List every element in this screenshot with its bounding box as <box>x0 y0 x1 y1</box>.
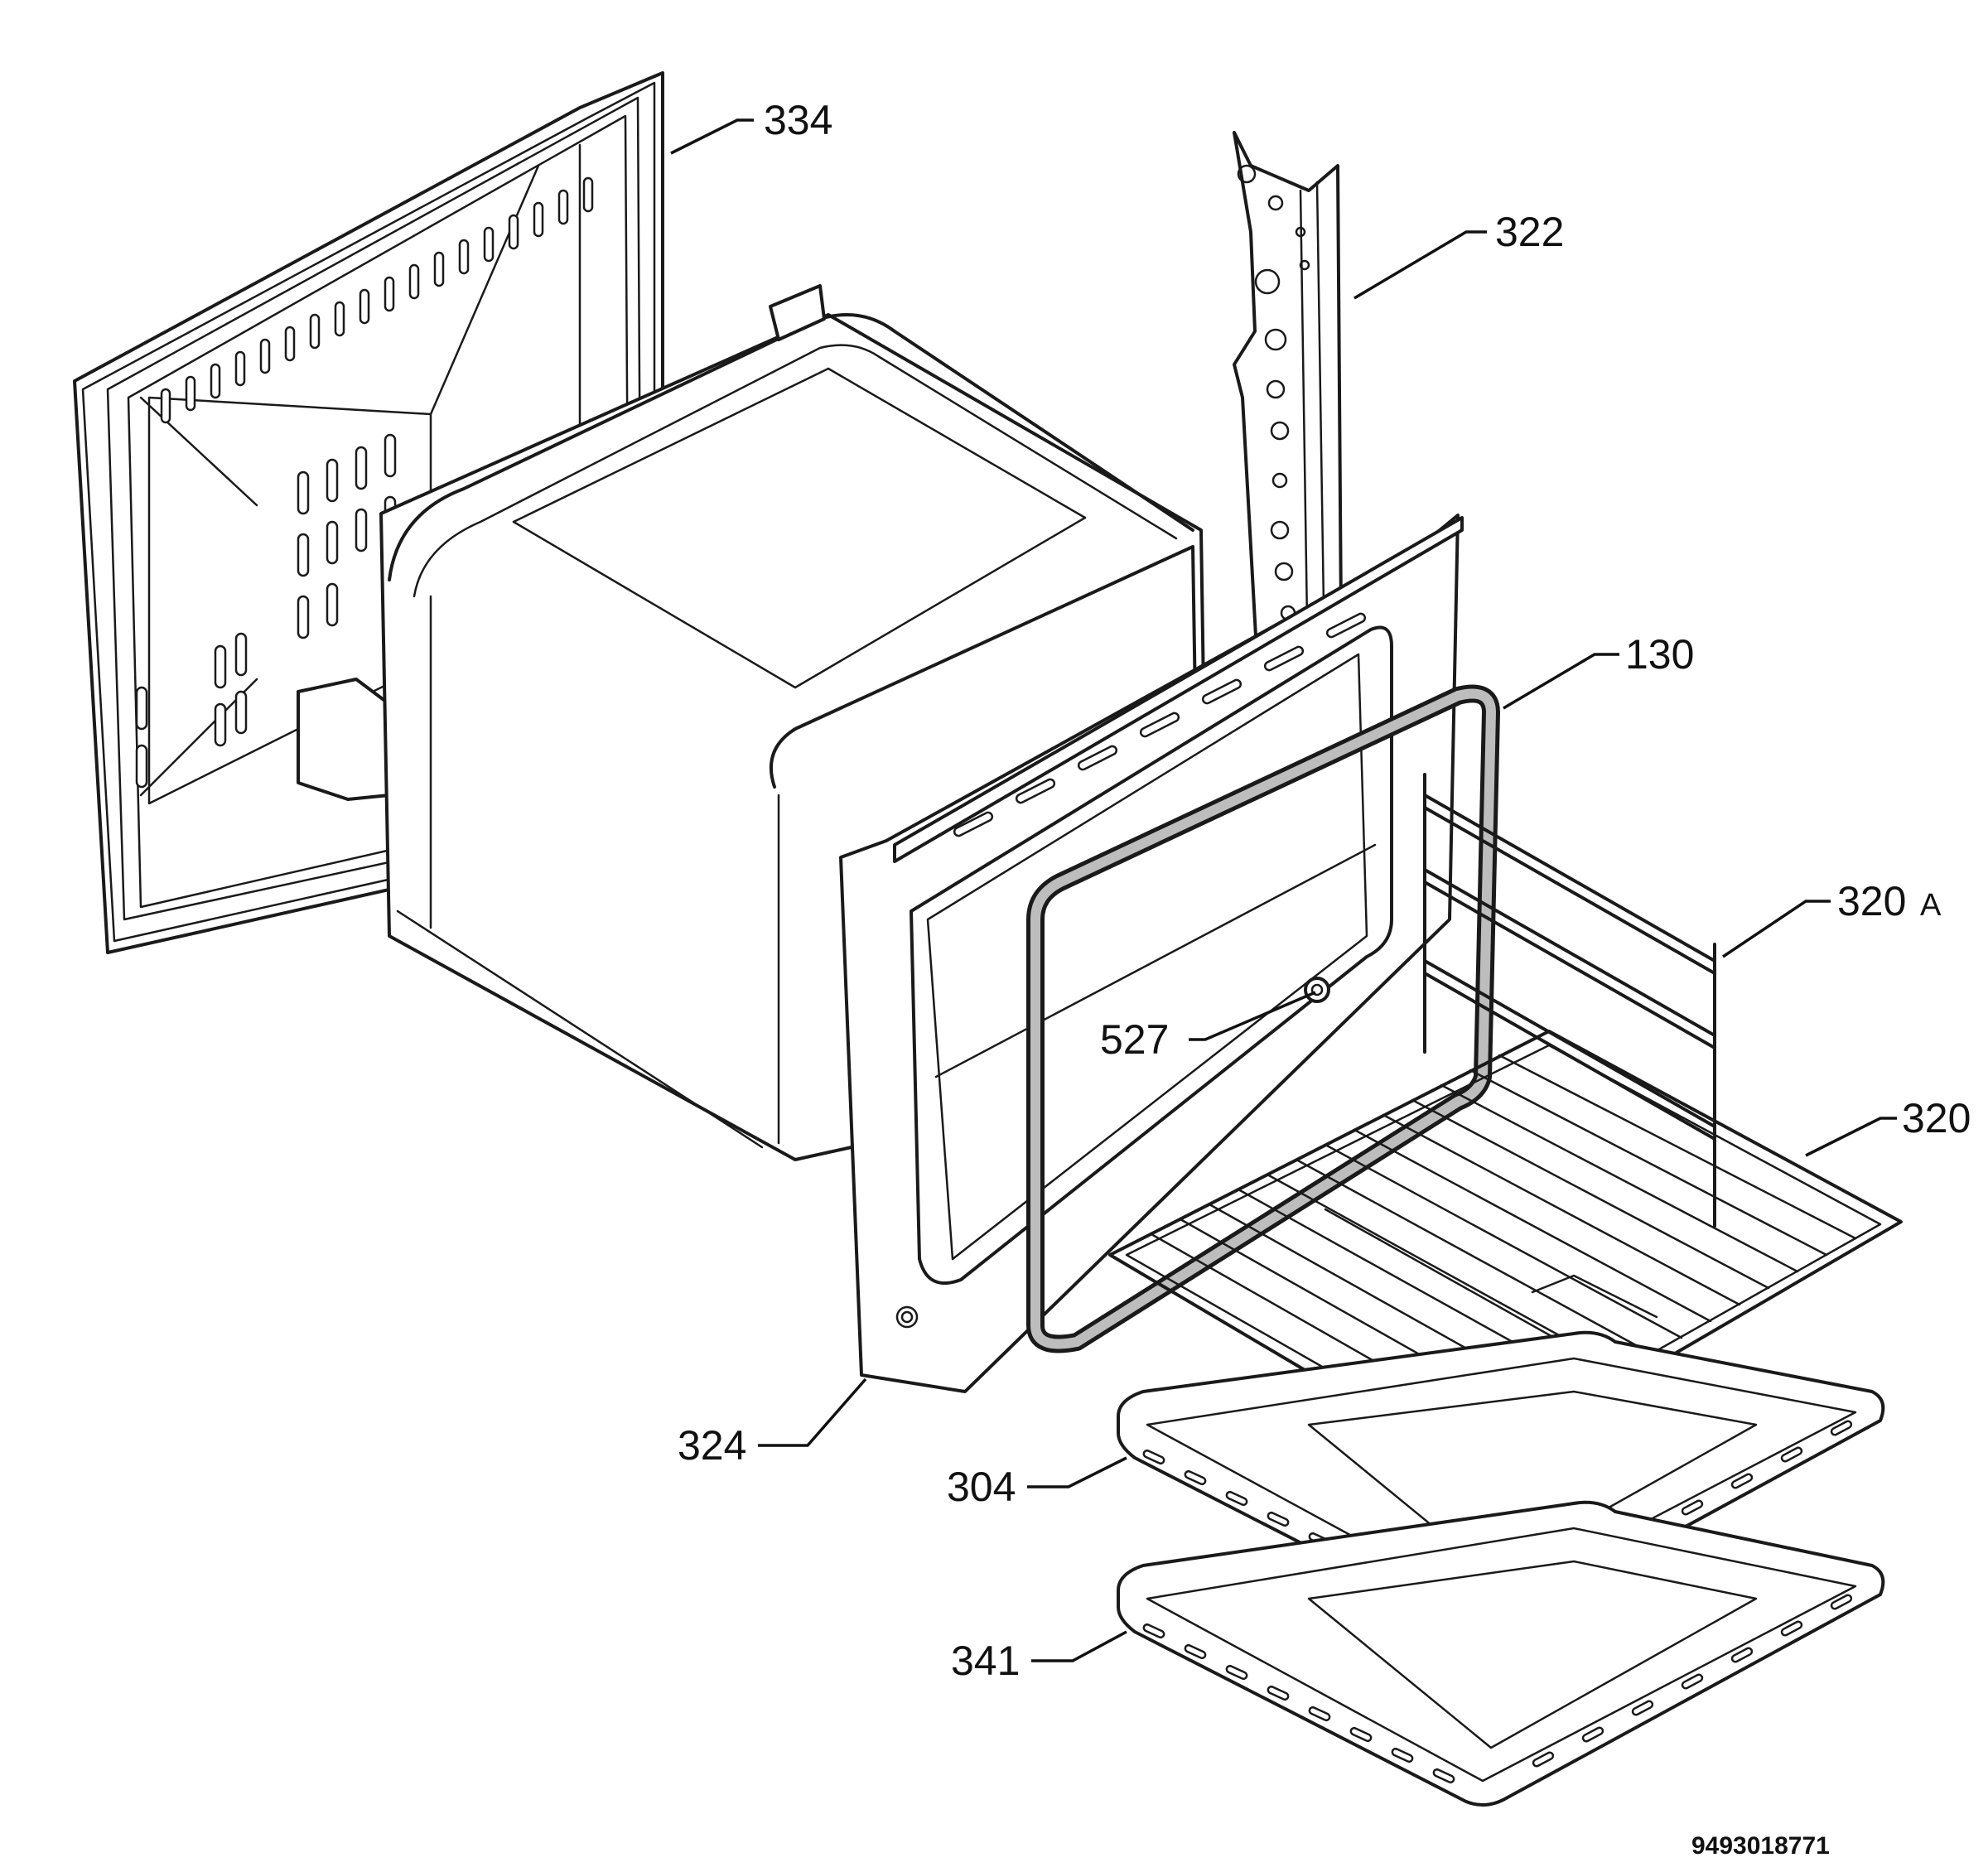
label-527: 527 <box>1100 1016 1169 1063</box>
drip-pan <box>1117 1500 1885 1807</box>
label-341: 341 <box>951 1638 1020 1684</box>
leader-304 <box>1027 1456 1127 1488</box>
label-334: 334 <box>764 97 832 143</box>
label-322: 322 <box>1495 209 1564 255</box>
leader-130 <box>1503 653 1619 710</box>
oven-lamp <box>1304 977 1330 1003</box>
front-frame-slots <box>953 612 1367 837</box>
rear-panel-vent-slots <box>135 176 594 789</box>
leader-341 <box>1031 1630 1127 1662</box>
label-324: 324 <box>678 1422 746 1469</box>
leader-527 <box>1189 991 1316 1041</box>
label-320a: 320 <box>1837 878 1906 924</box>
leader-320 <box>1805 1117 1897 1157</box>
front-frame <box>839 514 1464 1393</box>
shelf-runner <box>1423 773 1716 1228</box>
leader-334 <box>670 118 754 155</box>
leader-322 <box>1353 230 1487 300</box>
label-320: 320 <box>1902 1095 1971 1141</box>
document-number: 9493018771 <box>1691 1832 1830 1860</box>
drip-pan-holes <box>1142 1594 1853 1784</box>
label-130: 130 <box>1625 631 1694 678</box>
label-320a-suffix: A <box>1920 888 1942 923</box>
leader-324 <box>758 1377 867 1447</box>
callout-labels: 334 322 130 320 A 527 320 324 304 341 94… <box>678 97 1971 1860</box>
leader-lines <box>670 118 1897 1662</box>
label-304: 304 <box>947 1464 1016 1510</box>
leader-320A <box>1722 900 1831 958</box>
